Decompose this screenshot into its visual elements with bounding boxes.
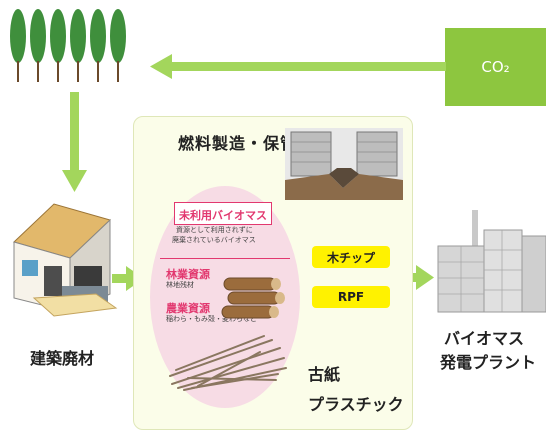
tree-icon xyxy=(90,9,106,63)
forest-icon xyxy=(10,9,126,82)
tree-icon xyxy=(10,9,26,63)
forestry-resources-heading: 林業資源 xyxy=(166,268,210,281)
wood-chip-box: 木チップ xyxy=(312,246,390,268)
plant-label-line1: バイオマス xyxy=(444,329,525,348)
logs-icon xyxy=(221,277,285,319)
tree-icon xyxy=(50,9,66,63)
panel-title: 燃料製造・保管 xyxy=(178,134,298,153)
unused-biomass-desc-2: 廃棄されているバイオマス xyxy=(172,236,256,244)
house-arrow-shaft xyxy=(112,274,128,283)
down-arrow-head xyxy=(62,170,87,192)
house-icon xyxy=(13,203,118,317)
rpf-box: RPF xyxy=(312,286,390,308)
co2-label: CO₂ xyxy=(481,58,510,76)
rpf-label: RPF xyxy=(337,290,365,304)
storage-facility-image xyxy=(285,128,403,200)
forestry-resources-desc: 林地残材 xyxy=(166,281,194,289)
wood-chip-label: 木チップ xyxy=(326,250,375,265)
plant-arrow-head xyxy=(416,265,434,290)
tree-icon xyxy=(110,9,126,63)
unused-biomass-heading: 未利用バイオマス xyxy=(179,209,267,222)
tree-icon xyxy=(30,9,46,63)
plant-label-line2: 発電プラント xyxy=(440,353,537,372)
circle-divider xyxy=(160,258,290,259)
tree-icon xyxy=(70,9,86,63)
down-arrow-shaft xyxy=(70,92,79,172)
waste-paper-label: 古紙 xyxy=(308,365,341,384)
agricultural-resources-desc: 稲わら・もみ殻・麦わらなど xyxy=(166,315,257,323)
plastic-label: プラスチック xyxy=(308,395,404,414)
agricultural-resources-heading: 農業資源 xyxy=(166,302,210,315)
co2-box: CO₂ xyxy=(445,28,546,106)
unused-biomass-desc-1: 資源として利用されずに xyxy=(176,226,253,234)
straw-icon xyxy=(169,335,287,391)
unused-biomass-heading-box: 未利用バイオマス xyxy=(174,202,272,225)
co2-arrow-head xyxy=(150,54,172,79)
power-plant-icon xyxy=(437,210,546,313)
building-waste-label: 建築廃材 xyxy=(30,349,95,368)
co2-arrow-shaft xyxy=(168,62,446,71)
